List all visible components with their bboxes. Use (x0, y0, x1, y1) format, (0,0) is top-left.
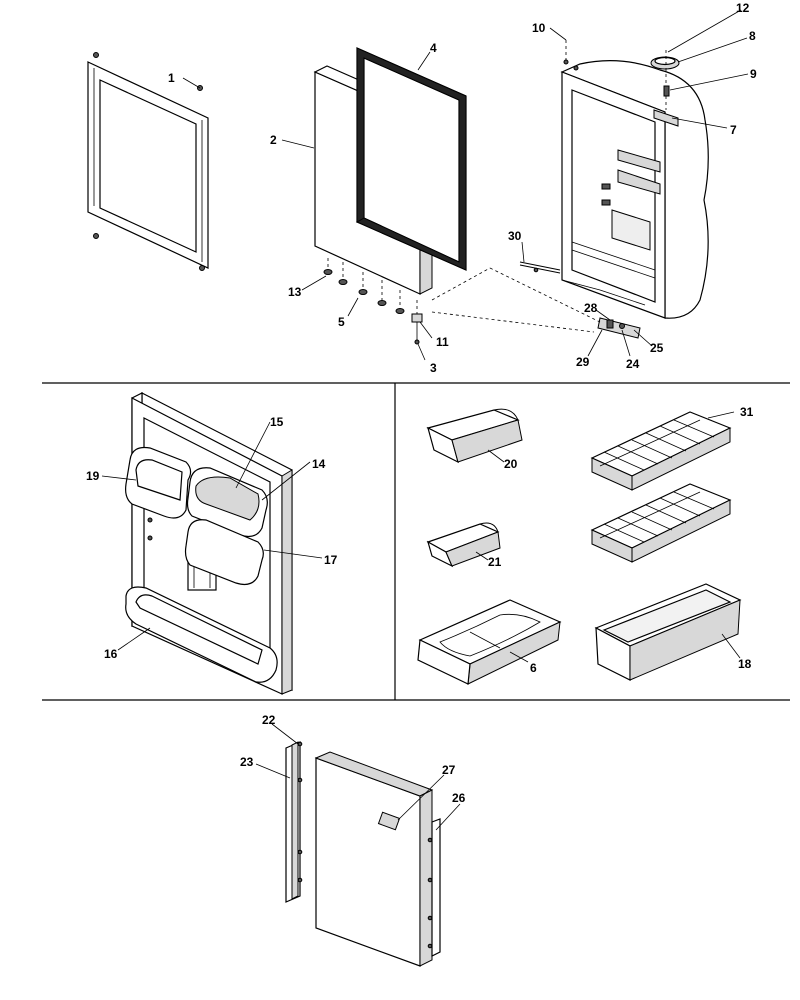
cabinet (560, 40, 709, 319)
callout-24: 24 (626, 357, 640, 371)
door-trim-right (427, 818, 441, 957)
callout-26: 26 (452, 791, 466, 805)
callout-11: 11 (436, 335, 449, 349)
leader-lines (101, 9, 749, 831)
bottom-door-panel (314, 751, 434, 967)
ice-tray-upper (590, 411, 732, 491)
callout-25: 25 (650, 341, 664, 355)
bottom-hinge-parts (431, 261, 641, 339)
callout-5: 5 (338, 315, 345, 329)
callout-14: 14 (312, 457, 326, 471)
callout-18: 18 (738, 657, 752, 671)
door-frame (87, 52, 209, 271)
door-bins (125, 446, 278, 683)
top-hinge-parts (650, 50, 680, 127)
callout-19: 19 (86, 469, 100, 483)
callout-30: 30 (508, 229, 522, 243)
callout-8: 8 (749, 29, 756, 43)
callouts: 1 2 3 4 5 6 7 8 9 10 11 12 13 14 15 16 1… (86, 1, 757, 805)
callout-13: 13 (288, 285, 302, 299)
tray-20 (426, 408, 523, 464)
callout-23: 23 (240, 755, 254, 769)
callout-28: 28 (584, 301, 598, 315)
callout-27: 27 (442, 763, 456, 777)
callout-2: 2 (270, 133, 277, 147)
door-bottom-parts (323, 258, 423, 345)
callout-12: 12 (736, 1, 750, 15)
callout-10: 10 (532, 21, 546, 35)
callout-4: 4 (430, 41, 437, 55)
callout-3: 3 (430, 361, 437, 375)
callout-9: 9 (750, 67, 757, 81)
storage-bin-18 (594, 583, 742, 681)
ice-tray-lower (590, 483, 732, 563)
callout-21: 21 (488, 555, 502, 569)
callout-17: 17 (324, 553, 338, 567)
callout-7: 7 (730, 123, 737, 137)
door-trim-left (285, 741, 303, 903)
callout-22: 22 (262, 713, 276, 727)
callout-31: 31 (740, 405, 754, 419)
tray-6 (417, 599, 562, 685)
callout-29: 29 (576, 355, 590, 369)
callout-20: 20 (504, 457, 518, 471)
callout-15: 15 (270, 415, 284, 429)
tray-21 (426, 522, 501, 568)
callout-6: 6 (530, 661, 537, 675)
door-gasket (355, 47, 467, 271)
callout-1: 1 (168, 71, 175, 85)
callout-16: 16 (104, 647, 118, 661)
